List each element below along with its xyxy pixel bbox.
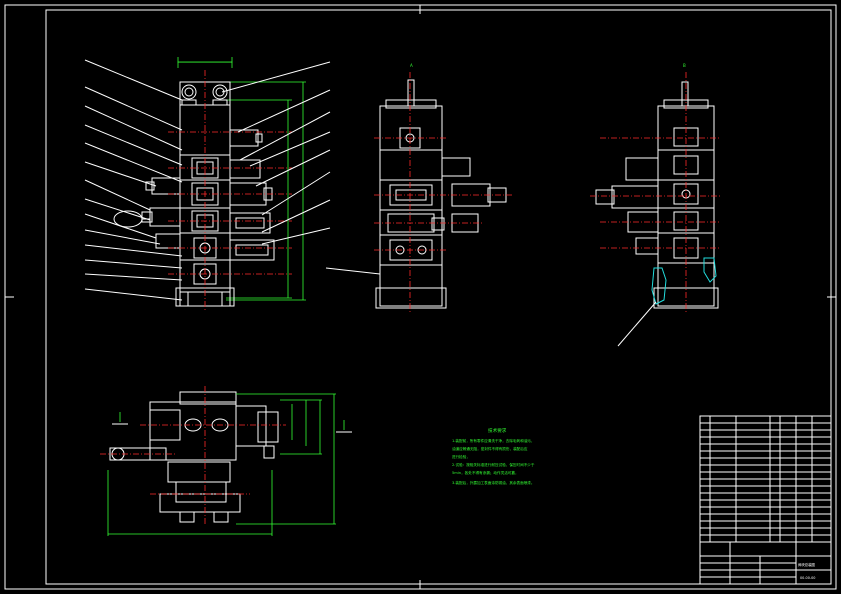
drawing-title: 阀块总装图 (798, 562, 816, 567)
note-line: 5min，各处不得有渗漏；动作灵活可靠， (452, 470, 519, 475)
note-line: 油道应畅通无阻，密封件不得有损伤，装配后应 (452, 446, 528, 451)
view-b: B (590, 63, 720, 347)
view-b-label: B (683, 63, 686, 68)
notes-heading: 技术要求 (488, 427, 507, 434)
front-view (84, 57, 331, 312)
technical-notes: 技术要求 1.装配前，所有零件应清洗干净，去除毛刺和油污， 油道应畅通无阻，密封… (452, 427, 535, 485)
title-block: 阀块总装图 00-00-00 (699, 415, 832, 585)
view-a-label: A (410, 63, 413, 68)
note-line: 2.试验：按相关标准进行耐压试验，保压时间不少于 (452, 462, 535, 467)
drawing-number: 00-00-00 (800, 576, 815, 580)
note-line: 1.装配前，所有零件应清洗干净，去除毛刺和油污， (452, 438, 535, 443)
drawing-frame (4, 4, 837, 590)
note-line: 进行检验， (452, 454, 470, 459)
top-view (100, 386, 352, 536)
view-a: A (325, 63, 512, 312)
note-line: 3.装配后，外露加工表面涂防锈油，其余表面喷漆。 (452, 480, 535, 485)
